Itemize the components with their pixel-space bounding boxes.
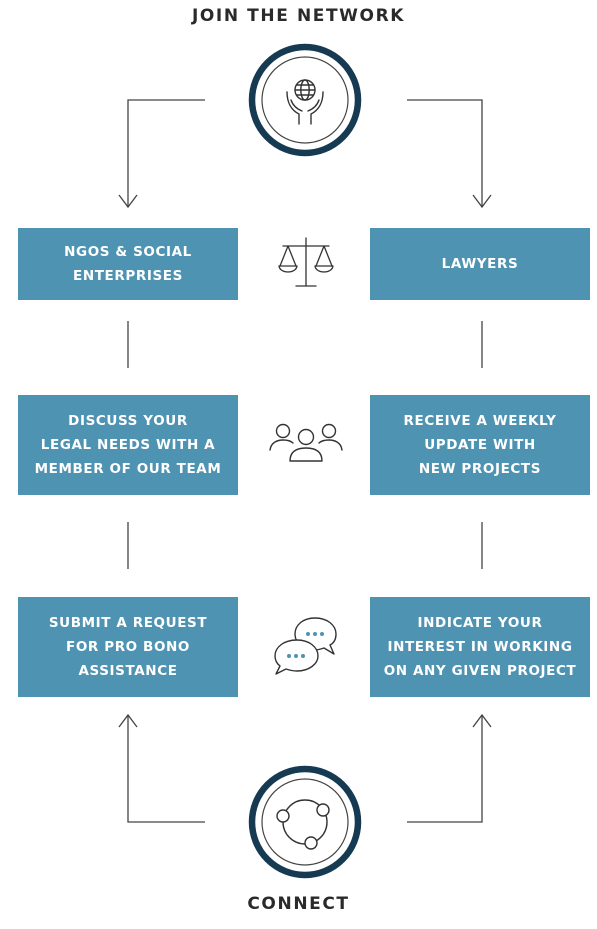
bottom-right-arrowhead — [472, 713, 492, 728]
submit-request-box-label: SUBMIT A REQUEST FOR PRO BONO ASSISTANCE — [48, 615, 208, 679]
indicate-interest-box-label: INDICATE YOUR INTEREST IN WORKING ON ANY… — [383, 615, 577, 679]
weekly-update-box-label: RECEIVE A WEEKLY UPDATE WITH NEW PROJECT… — [403, 413, 557, 477]
top-left-connector — [127, 99, 205, 206]
scales-of-justice-icon — [278, 237, 334, 287]
people-group-icon — [269, 423, 343, 462]
lawyers-box: LAWYERS — [370, 228, 590, 300]
hands-globe-icon — [248, 43, 362, 157]
connect-heading: CONNECT — [247, 894, 350, 914]
submit-request-box: SUBMIT A REQUEST FOR PRO BONO ASSISTANCE — [18, 597, 238, 697]
connected-nodes-icon — [248, 765, 362, 879]
join-the-network-heading: JOIN THE NETWORK — [191, 6, 406, 26]
bottom-right-connector — [407, 716, 483, 823]
ngos-social-enterprises-box: NGOS & SOCIAL ENTERPRISES — [18, 228, 238, 300]
lawyers-box-label: LAWYERS — [441, 256, 519, 272]
top-left-arrowhead — [118, 194, 138, 209]
weekly-update-box: RECEIVE A WEEKLY UPDATE WITH NEW PROJECT… — [370, 395, 590, 495]
indicate-interest-box: INDICATE YOUR INTEREST IN WORKING ON ANY… — [370, 597, 590, 697]
discuss-legal-needs-box: DISCUSS YOUR LEGAL NEEDS WITH A MEMBER O… — [18, 395, 238, 495]
top-right-connector — [407, 99, 483, 206]
bottom-left-arrowhead — [118, 713, 138, 728]
chat-bubbles-icon — [274, 617, 337, 675]
discuss-box-label: DISCUSS YOUR LEGAL NEEDS WITH A MEMBER O… — [34, 413, 222, 477]
top-right-arrowhead — [472, 194, 492, 209]
bottom-left-connector — [127, 716, 205, 823]
ngos-box-label: NGOS & SOCIAL ENTERPRISES — [64, 244, 192, 284]
